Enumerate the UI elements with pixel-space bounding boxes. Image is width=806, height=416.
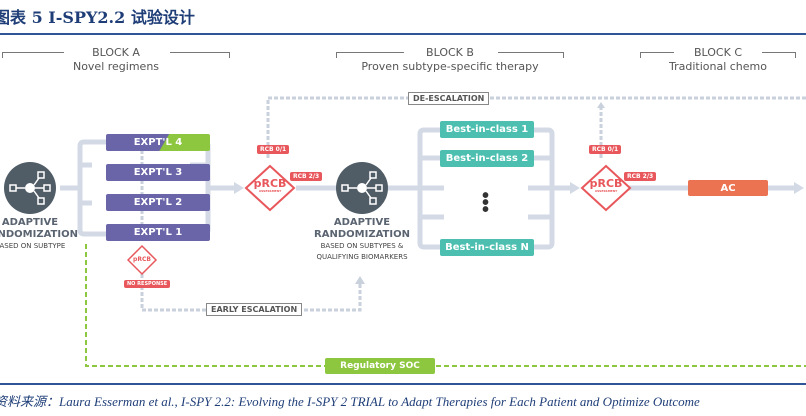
randomization-heading: RANDOMIZATION — [0, 229, 78, 240]
prcb-sublabel: ASSESSMENT — [594, 189, 618, 193]
block-a-header: BLOCK A Novel regimens — [2, 46, 230, 74]
de-escalation-arrowhead — [597, 102, 605, 108]
arm-exptl-2: EXPT'L 2 — [106, 194, 210, 211]
ellipsis-vertical-icon: ••• — [482, 185, 490, 221]
block-a-left-bracket — [77, 139, 110, 237]
prcb-label: pRCB — [589, 177, 623, 190]
block-b-header: BLOCK B Proven subtype-specific therapy — [336, 46, 564, 74]
prcb-diamond-small — [126, 244, 158, 276]
prcb-assessment-2: pRCB ASSESSMENT — [584, 178, 628, 193]
randomization-heading: RANDOMIZATION — [314, 229, 410, 240]
prcb-small-label: pRCB — [133, 256, 151, 263]
arm-best-in-class-2: Best-in-class 2 — [440, 150, 534, 167]
de-escalation-label: DE-ESCALATION — [408, 92, 490, 105]
regulatory-soc-label: Regulatory SOC — [325, 358, 435, 374]
no-response-tag: NO RESPONSE — [124, 280, 171, 288]
prcb-label: pRCB — [253, 177, 287, 190]
arm-exptl-3: EXPT'L 3 — [106, 164, 210, 181]
randomization-basis: QUALIFYING BIOMARKERS — [316, 253, 408, 261]
block-a-right-bracket — [190, 139, 211, 237]
prcb-assessment-1: pRCB ASSESSMENT — [248, 178, 292, 193]
prcb-sublabel: ASSESSMENT — [258, 189, 282, 193]
rcb-low-tag-2: RCB 0/1 — [589, 145, 622, 154]
de-escalation-path — [266, 96, 806, 158]
source-rule — [0, 383, 806, 385]
arm-ac: AC — [688, 180, 768, 196]
randomization-heading: ADAPTIVE — [333, 217, 391, 228]
block-c-bracket — [640, 51, 796, 58]
randomization-icon-2 — [336, 162, 388, 214]
block-a-name: BLOCK A — [92, 46, 140, 59]
prcb-diamond-2 — [580, 164, 632, 212]
early-escalation-arrowhead — [355, 276, 365, 284]
arm-best-in-class-n: Best-in-class N — [440, 239, 534, 256]
arrowhead — [794, 182, 804, 194]
randomization-basis: BASED ON SUBTYPE — [0, 242, 66, 250]
randomization-icon-1 — [4, 162, 56, 214]
randomization-heading: ADAPTIVE — [1, 217, 59, 228]
rcb-high-tag-1: RCB 2/3 — [290, 172, 323, 181]
arm-exptl-4: EXPT'L 4 — [106, 134, 210, 151]
rcb-high-tag-2: RCB 2/3 — [624, 172, 657, 181]
block-b-subtitle: Proven subtype-specific therapy — [361, 60, 539, 73]
randomization-label-2: ADAPTIVE RANDOMIZATION BASED ON SUBTYPES… — [302, 217, 422, 263]
early-escalation-label: EARLY ESCALATION — [206, 303, 303, 316]
block-b-name: BLOCK B — [426, 46, 474, 59]
block-c-header: BLOCK C Traditional chemo — [640, 46, 796, 74]
arrowhead — [570, 182, 580, 194]
block-c-subtitle: Traditional chemo — [668, 60, 767, 73]
regulatory-path — [85, 244, 806, 367]
block-b-bracket — [336, 51, 564, 58]
figure-title: 图表 5 I-SPY2.2 试验设计 — [0, 8, 195, 27]
block-c-name: BLOCK C — [693, 46, 742, 59]
arm-best-in-class-1: Best-in-class 1 — [440, 121, 534, 138]
rcb-low-tag-1: RCB 0/1 — [257, 145, 290, 154]
randomization-label-1: ADAPTIVE RANDOMIZATION BASED ON SUBTYPE — [0, 217, 90, 252]
prcb-diamond-1 — [244, 164, 296, 212]
title-rule — [0, 33, 806, 35]
source-note: 资料来源：Laura Esserman et al., I-SPY 2.2: E… — [0, 394, 700, 409]
randomization-basis: BASED ON SUBTYPES & — [320, 242, 404, 250]
block-a-subtitle: Novel regimens — [72, 60, 160, 73]
arrowhead — [234, 182, 244, 194]
arm-exptl-1: EXPT'L 1 — [106, 224, 210, 241]
block-a-bracket — [2, 51, 230, 58]
